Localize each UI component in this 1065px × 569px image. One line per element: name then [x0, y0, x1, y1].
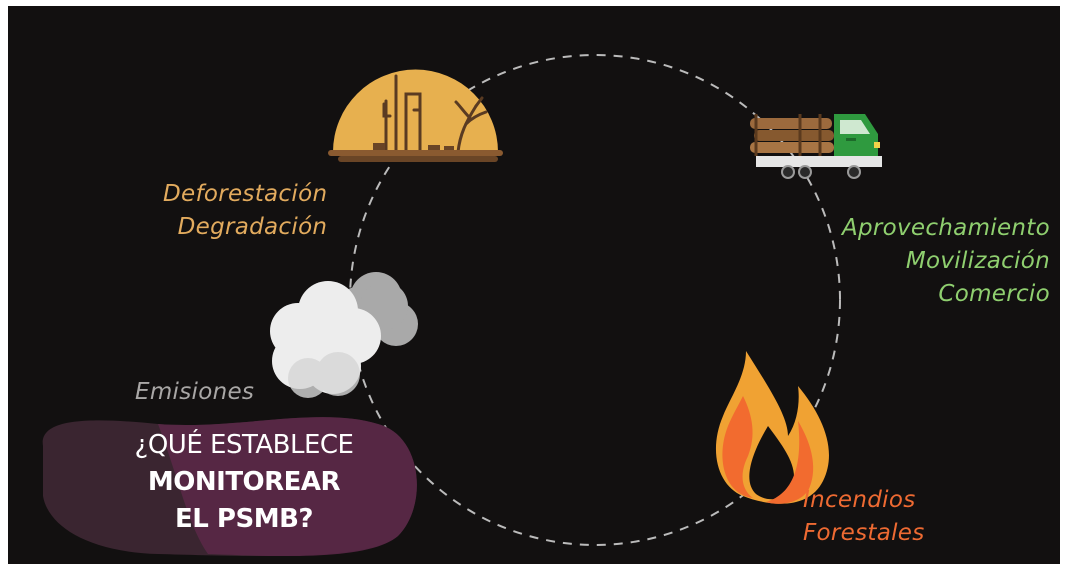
forest-fire-icon	[715, 351, 829, 504]
label-fires-line-1: Incendios	[803, 487, 916, 513]
diagram-stage: Deforestación Degradación Aprovechamient…	[8, 6, 1060, 564]
label-fires: Incendios Forestales	[803, 484, 925, 550]
label-deforestation-line-1: Deforestación	[163, 181, 328, 207]
cycle-artwork	[42, 54, 882, 557]
label-deforestation-line-2: Degradación	[177, 214, 328, 240]
question-line-2: MONITOREAR	[147, 467, 341, 497]
deforested-hill-icon	[328, 69, 503, 162]
label-harvest: Aprovechamiento Movilización Comercio	[834, 212, 1050, 311]
label-emissions: Emisiones	[135, 376, 254, 409]
label-deforestation: Deforestación Degradación	[163, 178, 327, 244]
label-harvest-line-1: Aprovechamiento	[841, 215, 1050, 241]
label-emissions-line-1: Emisiones	[135, 379, 255, 405]
smoke-cloud-icon	[270, 272, 418, 398]
logging-truck-icon	[750, 114, 882, 179]
question-line-1: ¿QUÉ ESTABLECE	[134, 430, 354, 460]
question-line-3: EL PSMB?	[175, 504, 313, 534]
label-harvest-line-3: Comercio	[938, 281, 1050, 307]
question-title: ¿QUÉ ESTABLECE MONITOREAR EL PSMB?	[94, 427, 394, 538]
label-harvest-line-2: Movilización	[905, 248, 1050, 274]
question-bubble-shape	[42, 417, 417, 557]
label-fires-line-2: Forestales	[803, 520, 925, 546]
